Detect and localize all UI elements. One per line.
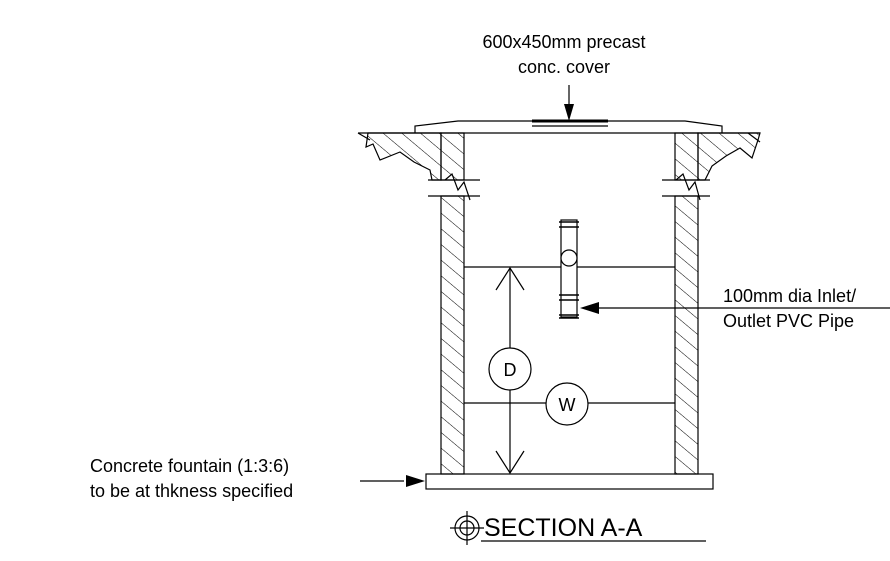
left-backfill	[365, 132, 442, 181]
depth-marker-label: D	[504, 360, 517, 380]
cover-slab	[414, 120, 723, 133]
right-wall-top	[674, 132, 699, 181]
right-backfill	[697, 132, 761, 181]
right-wall	[674, 195, 699, 475]
pipe-arrowhead	[580, 302, 599, 314]
pipe-note-line1: 100mm dia Inlet/	[723, 286, 856, 306]
break-symbol-left	[444, 172, 471, 201]
width-marker-circle	[545, 382, 589, 426]
depth-marker-circle	[488, 347, 532, 391]
cover-note-line1: 600x450mm precast	[482, 32, 645, 52]
left-wall	[440, 195, 465, 475]
left-wall-top	[440, 132, 465, 181]
base-arrowhead	[406, 475, 425, 487]
section-title: SECTION A-A	[484, 514, 643, 542]
cover-note-line2: conc. cover	[518, 57, 610, 77]
width-marker-label: W	[559, 395, 576, 415]
base-note-line1: Concrete fountain (1:3:6)	[90, 456, 289, 476]
base-note-line2: to be at thkness specified	[90, 481, 293, 501]
pvc-pipe	[559, 219, 579, 319]
section-symbol	[450, 511, 484, 545]
break-symbol-right	[675, 172, 701, 201]
cover-arrowhead	[564, 104, 574, 121]
pipe-note-line2: Outlet PVC Pipe	[723, 311, 854, 331]
base-slab	[425, 473, 714, 490]
